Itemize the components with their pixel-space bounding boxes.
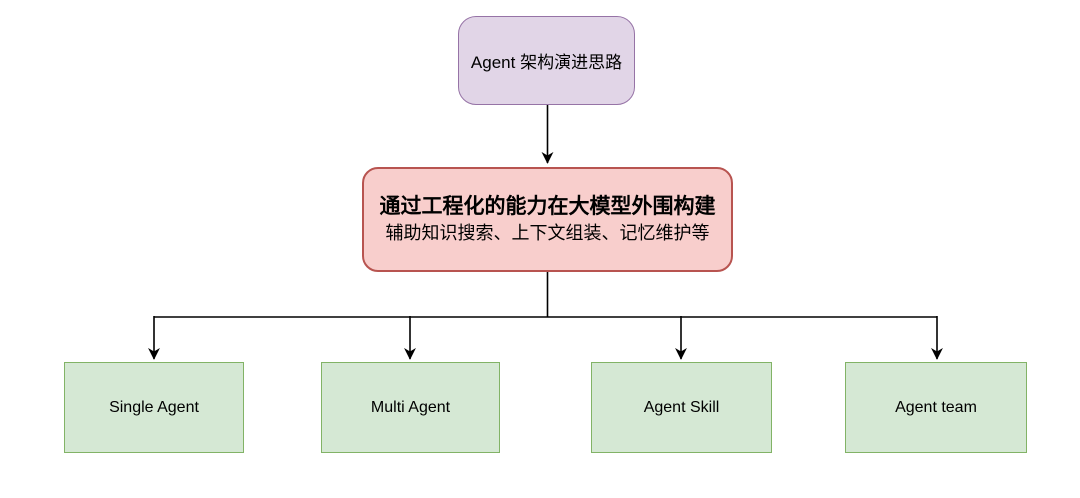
- node-agent-team-label: Agent team: [895, 398, 977, 416]
- node-multi-agent-label: Multi Agent: [370, 398, 451, 416]
- node-agent-skill-label: Agent Skill: [643, 398, 720, 416]
- node-agent-skill: Agent Skill: [591, 362, 772, 453]
- node-root-label: Agent 架构演进思路: [470, 53, 623, 72]
- node-multi-agent: Multi Agent: [321, 362, 500, 453]
- node-agent-team: Agent team: [845, 362, 1027, 453]
- node-single-agent: Single Agent: [64, 362, 244, 453]
- node-engineering-subtitle: 辅助知识搜索、上下文组装、记忆维护等: [385, 222, 710, 243]
- node-engineering-title: 通过工程化的能力在大模型外围构建: [379, 194, 716, 218]
- node-root: Agent 架构演进思路: [458, 16, 635, 105]
- node-engineering: 通过工程化的能力在大模型外围构建 辅助知识搜索、上下文组装、记忆维护等: [362, 167, 733, 272]
- node-single-agent-label: Single Agent: [109, 398, 199, 416]
